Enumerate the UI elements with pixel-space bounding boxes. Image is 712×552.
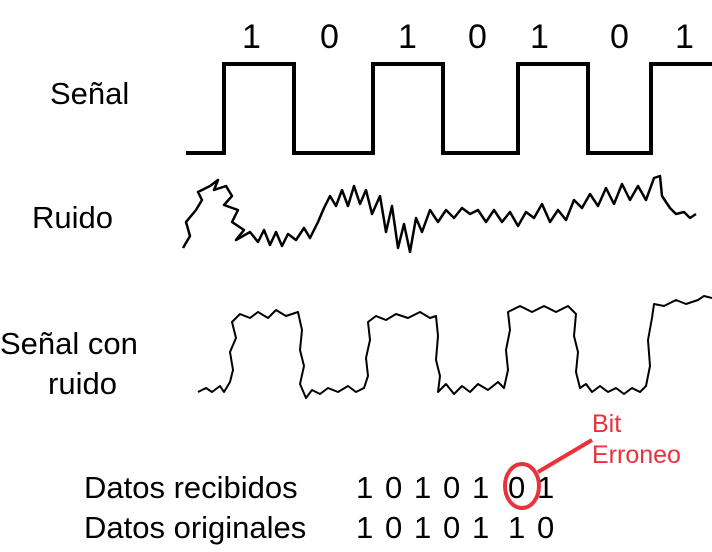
original-bit: 1 (508, 510, 525, 545)
received-bit: 1 (356, 470, 373, 505)
bit-label: 0 (320, 18, 339, 56)
original-data-row: Datos originales 1 0 1 0 1 1 0 (84, 510, 554, 545)
original-bit: 0 (443, 510, 460, 545)
received-data-row: Datos recibidos 1 0 1 0 1 0 1 (84, 470, 554, 505)
noise-label: Ruido (32, 200, 113, 235)
error-label-line2: Erroneo (592, 441, 681, 469)
noisy-signal-waveform (197, 295, 712, 399)
bit-label: 1 (530, 18, 549, 56)
received-bit-error: 0 (508, 470, 525, 505)
received-bit: 1 (537, 470, 554, 505)
square-wave-signal (186, 62, 712, 155)
bit-label: 1 (675, 18, 694, 56)
received-bit: 0 (385, 470, 402, 505)
bit-label: 1 (242, 18, 261, 56)
bit-label: 0 (610, 18, 629, 56)
error-pointer-line (536, 438, 594, 474)
original-bit: 0 (385, 510, 402, 545)
error-highlight-circle (503, 462, 541, 510)
received-bit: 1 (414, 470, 431, 505)
original-bit: 0 (537, 510, 554, 545)
signal-label: Señal (50, 76, 129, 111)
noisy-signal-label-line2: ruido (48, 366, 117, 401)
bit-label: 0 (468, 18, 487, 56)
error-label-line1: Bit (592, 410, 621, 438)
original-bit: 1 (472, 510, 489, 545)
original-bit: 1 (414, 510, 431, 545)
received-bit: 0 (443, 470, 460, 505)
received-bit: 1 (472, 470, 489, 505)
noisy-signal-label-line1: Señal con (0, 326, 138, 361)
noise-waveform (181, 174, 697, 254)
bit-label: 1 (398, 18, 417, 56)
received-data-label: Datos recibidos (84, 470, 298, 505)
original-data-label: Datos originales (84, 510, 306, 545)
original-bit: 1 (356, 510, 373, 545)
bit-labels: 1 0 1 0 1 0 1 (242, 18, 694, 56)
